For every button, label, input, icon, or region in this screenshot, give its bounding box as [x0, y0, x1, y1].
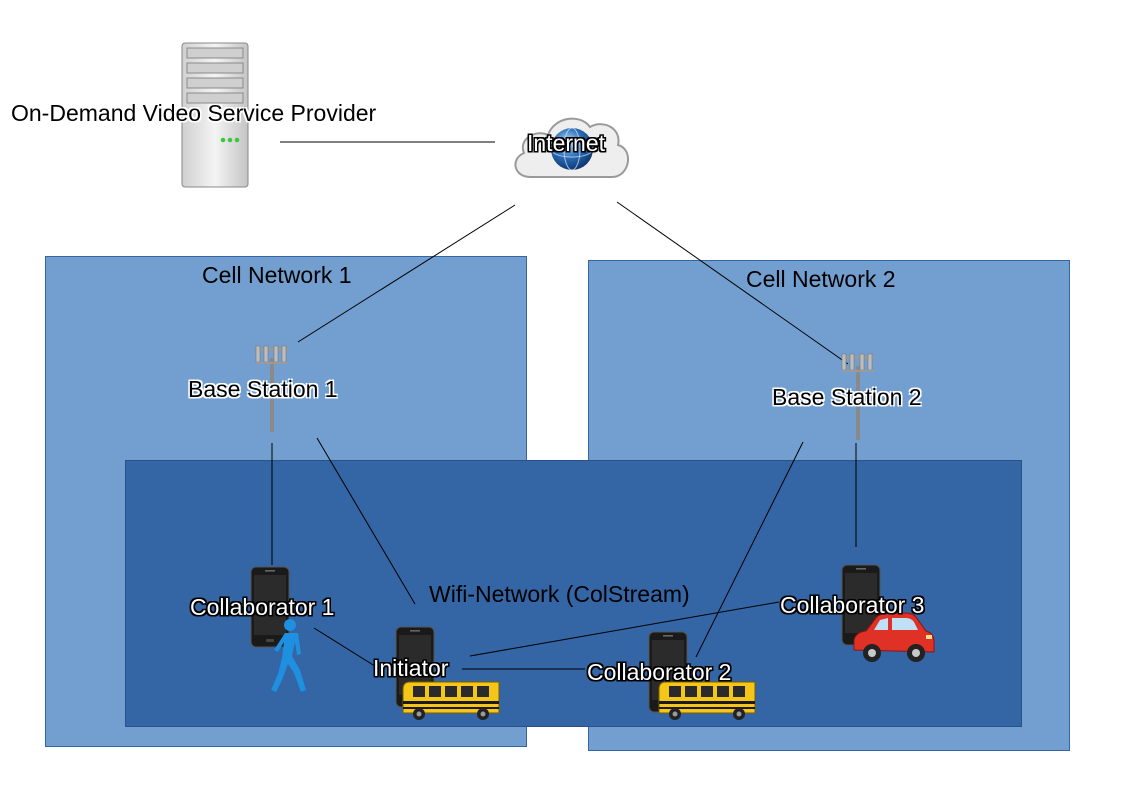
internet-bs2-link: [616, 201, 849, 365]
internet-bs1-link: [297, 204, 516, 343]
base-station-2-label: Base Station 2: [772, 384, 922, 410]
red-car-icon: [853, 612, 935, 662]
school-bus-icon: [658, 681, 756, 720]
internet-label: Internet: [527, 130, 605, 156]
collaborator-3-label: Collaborator 3: [780, 592, 925, 618]
collaborator-2-label: Collaborator 2: [587, 659, 732, 685]
antenna-tower-icon: [841, 353, 874, 440]
school-bus-icon: [402, 681, 500, 720]
initiator-label: Initiator: [373, 655, 449, 681]
cell-network-1-label: Cell Network 1: [202, 262, 352, 288]
wifi-network-label: Wifi-Network (ColStream): [429, 581, 690, 607]
provider-label: On-Demand Video Service Provider: [11, 100, 377, 126]
bs2-collab2-link: [695, 441, 804, 658]
cloud-globe-icon: [514, 117, 629, 178]
base-station-1-label: Base Station 1: [188, 376, 338, 402]
initiator-collab3-link: [469, 601, 780, 657]
walking-person-icon: [271, 619, 306, 692]
cell-network-2-label: Cell Network 2: [746, 266, 896, 292]
initiator-collab1-link: [313, 627, 379, 669]
server-icon: [181, 42, 249, 188]
smartphone-icon: [250, 566, 290, 648]
collaborator-1-label: Collaborator 1: [190, 594, 335, 620]
bs1-initiator-link: [316, 437, 416, 605]
antenna-tower-icon: [255, 345, 288, 432]
